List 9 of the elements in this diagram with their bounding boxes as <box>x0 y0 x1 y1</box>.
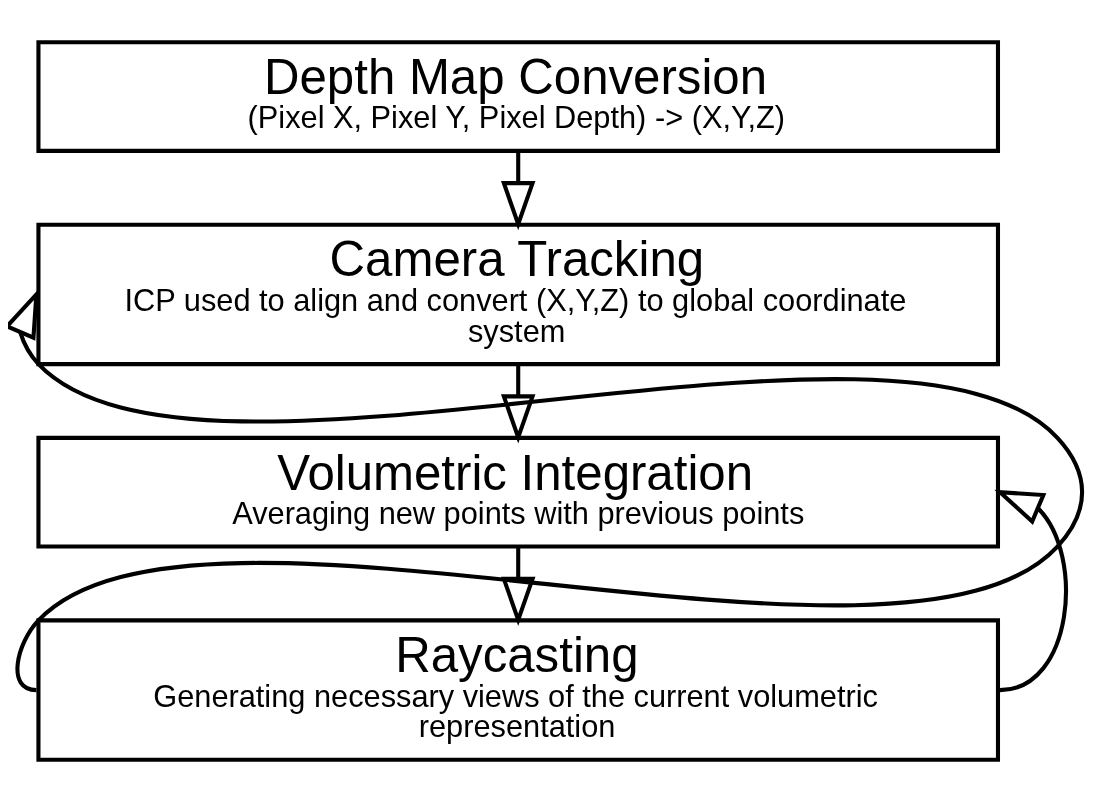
node-box: Depth Map Conversion (Pixel X, Pixel Y, Pixel Depth) -> (X,Y,Z) <box>36 39 1001 153</box>
node-box: Volumetric Integration Averaging new points with previous points <box>36 435 1001 549</box>
arrow <box>500 151 536 230</box>
node-box: Raycasting Generating necessary views of the current volumetric representation <box>36 617 1001 762</box>
arrow <box>994 489 1068 692</box>
arrow <box>500 546 536 626</box>
node-box: Camera Tracking ICP used to align and convert (X,Y,Z) to global coordinate system <box>36 222 1001 366</box>
arrow <box>500 363 536 444</box>
arrow <box>8 288 1083 692</box>
